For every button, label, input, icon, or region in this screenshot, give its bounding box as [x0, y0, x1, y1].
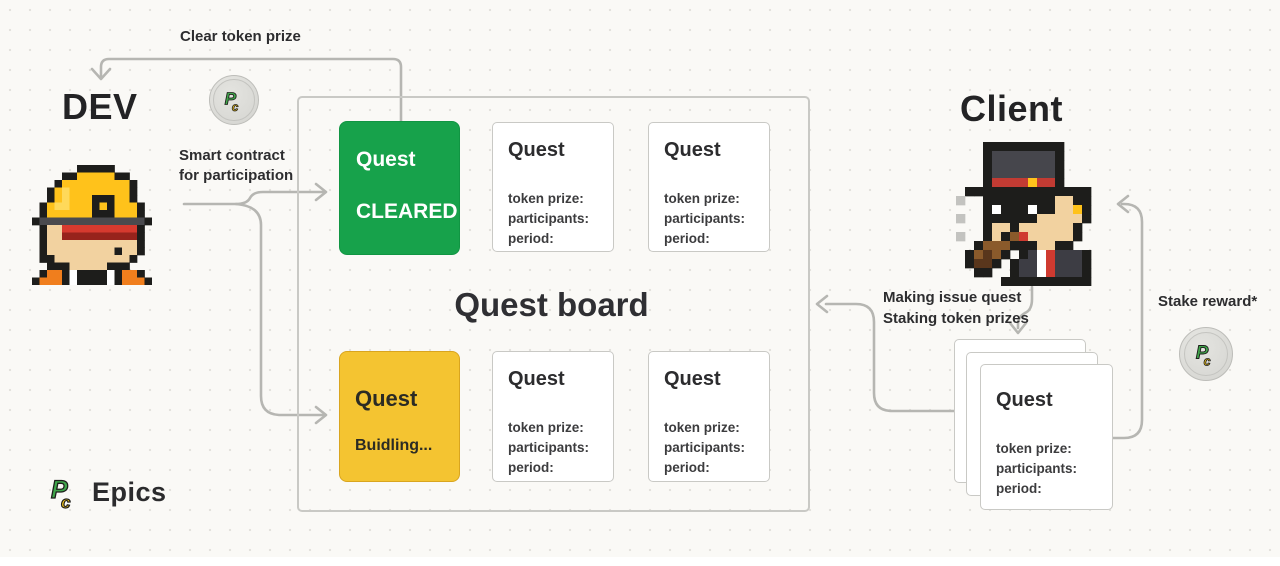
svg-text:P: P — [1196, 342, 1209, 363]
quest-card-title: Quest — [996, 389, 1053, 411]
making-issue-line1: Making issue quest — [883, 289, 1022, 306]
field-token-prize: token prize: — [996, 441, 1072, 456]
client-avatar — [956, 142, 1100, 287]
quest-card-title: Quest — [664, 368, 721, 390]
arrowhead-to-board — [815, 294, 829, 314]
dev-avatar — [32, 165, 153, 286]
svg-text:P: P — [51, 476, 68, 504]
quest-card-open-3: Quest token prize: participants: period: — [492, 351, 614, 482]
svg-text:c: c — [232, 102, 239, 113]
svg-text:P: P — [225, 88, 237, 108]
stake-reward-label: Stake reward* — [1158, 293, 1258, 310]
quest-card-open-1: Quest token prize: participants: period: — [492, 122, 614, 252]
svg-text:c: c — [1204, 355, 1211, 368]
arrowhead-clear-token-prize — [90, 67, 112, 81]
field-participants: participants: — [508, 211, 590, 226]
field-token-prize: token prize: — [508, 191, 584, 206]
epics-coin-inner: P c — [213, 79, 255, 121]
quest-stack-front-card: Quest token prize: participants: period: — [980, 364, 1113, 510]
field-period: period: — [996, 481, 1042, 496]
field-participants: participants: — [996, 461, 1078, 476]
quest-card-title: Quest — [508, 139, 565, 161]
quest-card-fields: token prize: participants: period: — [996, 439, 1102, 499]
epics-logo-icon: P c — [50, 475, 71, 510]
smart-contract-label: Smart contract for participation — [179, 146, 293, 186]
brand-name: Epics — [92, 476, 167, 507]
field-period: period: — [508, 460, 554, 475]
quest-card-title: Quest — [356, 148, 416, 171]
quest-card-title: Quest — [664, 139, 721, 161]
quest-card-fields: token prize: participants: period: — [664, 189, 759, 249]
quest-card-building: Quest Buidling... — [339, 351, 460, 482]
quest-card-status: CLEARED — [356, 200, 458, 223]
dev-title: DEV — [62, 86, 138, 127]
canvas-bottom-edge — [0, 557, 1280, 566]
field-participants: participants: — [664, 211, 746, 226]
clear-token-prize-label: Clear token prize — [180, 28, 301, 45]
field-token-prize: token prize: — [664, 191, 740, 206]
field-token-prize: token prize: — [664, 420, 740, 435]
quest-card-fields: token prize: participants: period: — [508, 418, 603, 478]
epics-coin-icon: P c — [1179, 327, 1233, 381]
making-issue-label: Making issue quest Staking token prizes — [883, 287, 1029, 329]
epics-logo-icon: P c — [224, 88, 239, 113]
quest-card-title: Quest — [355, 386, 418, 411]
field-participants: participants: — [664, 440, 746, 455]
client-title: Client — [960, 88, 1064, 129]
arrow-stake-reward — [1111, 202, 1144, 440]
arrowhead-stake-reward — [1116, 194, 1130, 214]
quest-board-title: Quest board — [454, 286, 649, 323]
field-token-prize: token prize: — [508, 420, 584, 435]
quest-board — [297, 96, 810, 512]
quest-card-fields: token prize: participants: period: — [664, 418, 759, 478]
quest-card-open-4: Quest token prize: participants: period: — [648, 351, 770, 482]
smart-contract-line2: for participation — [179, 167, 294, 184]
quest-card-fields: token prize: participants: period: — [508, 189, 603, 249]
quest-card-status: Buidling... — [355, 437, 433, 454]
brand-lockup: P c Epics — [46, 474, 167, 510]
field-period: period: — [664, 231, 710, 246]
smart-contract-line1: Smart contract — [179, 147, 285, 164]
quest-card-cleared: Quest CLEARED — [339, 121, 460, 255]
epics-coin-inner: P c — [1183, 331, 1229, 377]
field-participants: participants: — [508, 440, 590, 455]
epics-logo-icon: P c — [1195, 341, 1211, 368]
epics-coin-icon: P c — [209, 75, 259, 125]
quest-card-open-2: Quest token prize: participants: period: — [648, 122, 770, 252]
quest-card-title: Quest — [508, 368, 565, 390]
field-period: period: — [508, 231, 554, 246]
field-period: period: — [664, 460, 710, 475]
svg-text:c: c — [61, 493, 71, 510]
making-issue-line2: Staking token prizes — [883, 310, 1029, 327]
